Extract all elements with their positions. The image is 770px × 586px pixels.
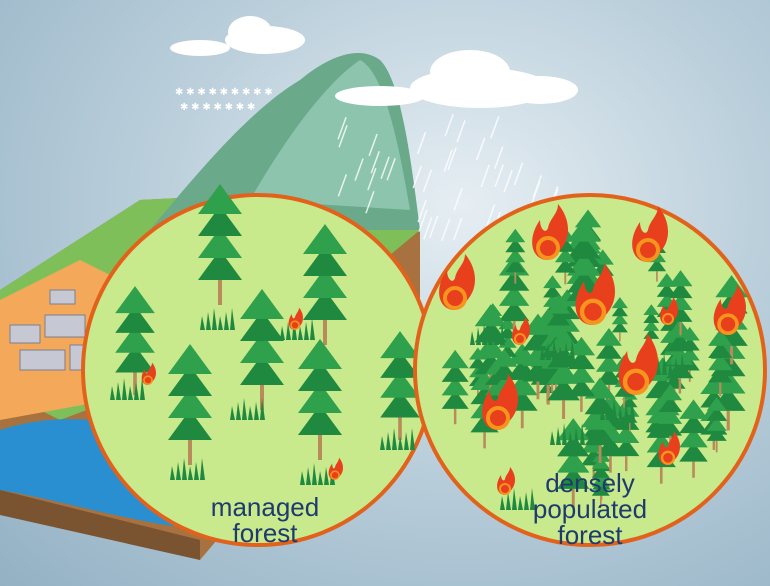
tree bbox=[708, 329, 733, 397]
tree bbox=[168, 344, 212, 465]
tree bbox=[380, 331, 420, 440]
fire-icon bbox=[497, 467, 516, 495]
grass bbox=[110, 378, 145, 400]
fire-icon bbox=[532, 204, 569, 260]
fire-icon bbox=[660, 297, 679, 325]
tree bbox=[115, 286, 155, 395]
label-line: populated bbox=[532, 494, 648, 524]
tree bbox=[298, 339, 342, 460]
label-line: forest bbox=[557, 520, 623, 550]
label-line: forest bbox=[232, 518, 298, 548]
grass bbox=[200, 308, 235, 330]
grass bbox=[170, 458, 205, 480]
tree bbox=[441, 349, 469, 425]
fire-icon bbox=[482, 374, 519, 430]
tree bbox=[240, 289, 284, 410]
tree bbox=[303, 224, 347, 345]
tree bbox=[679, 399, 708, 478]
tree bbox=[584, 377, 616, 463]
grass bbox=[550, 423, 585, 445]
grass bbox=[470, 323, 505, 345]
dense-forest-circle bbox=[413, 193, 767, 547]
rain-cloud bbox=[335, 50, 578, 249]
grass bbox=[230, 398, 265, 420]
snow-cloud: ✱ ✱ ✱ ✱ ✱ ✱ ✱ ✱ ✱ ✱ ✱ ✱ ✱ ✱ ✱ ✱ bbox=[170, 16, 305, 113]
label-line: managed bbox=[210, 492, 320, 522]
city-buildings bbox=[9, 289, 96, 371]
fire-icon bbox=[141, 362, 157, 386]
fire-icon bbox=[618, 333, 659, 395]
managed-forest-circle bbox=[81, 184, 435, 547]
label-line: densely bbox=[545, 468, 635, 498]
fire-icon bbox=[658, 431, 681, 465]
fire-icon bbox=[439, 254, 476, 310]
fire-icon bbox=[575, 263, 616, 325]
grass bbox=[540, 338, 575, 360]
fire-icon bbox=[512, 317, 531, 345]
tree bbox=[198, 184, 242, 305]
fire-icon bbox=[328, 457, 344, 481]
fire-icon bbox=[632, 206, 669, 262]
managed-forest-label: managed forest bbox=[190, 494, 340, 546]
tree bbox=[611, 297, 628, 342]
grass bbox=[600, 398, 635, 420]
tree bbox=[567, 336, 596, 412]
grass bbox=[500, 488, 535, 510]
svg-text:✱ ✱ ✱ ✱ ✱ ✱ ✱ ✱ ✱: ✱ ✱ ✱ ✱ ✱ ✱ ✱ ✱ ✱ bbox=[175, 87, 273, 98]
fire-icon bbox=[713, 284, 747, 336]
dense-forest-label: densely populated forest bbox=[520, 470, 660, 548]
tree bbox=[505, 228, 526, 284]
grass bbox=[380, 428, 415, 450]
fire-icon bbox=[288, 307, 304, 331]
tree bbox=[658, 384, 683, 450]
svg-text:✱ ✱ ✱ ✱ ✱ ✱ ✱: ✱ ✱ ✱ ✱ ✱ ✱ ✱ bbox=[180, 102, 255, 113]
tree bbox=[706, 396, 727, 453]
